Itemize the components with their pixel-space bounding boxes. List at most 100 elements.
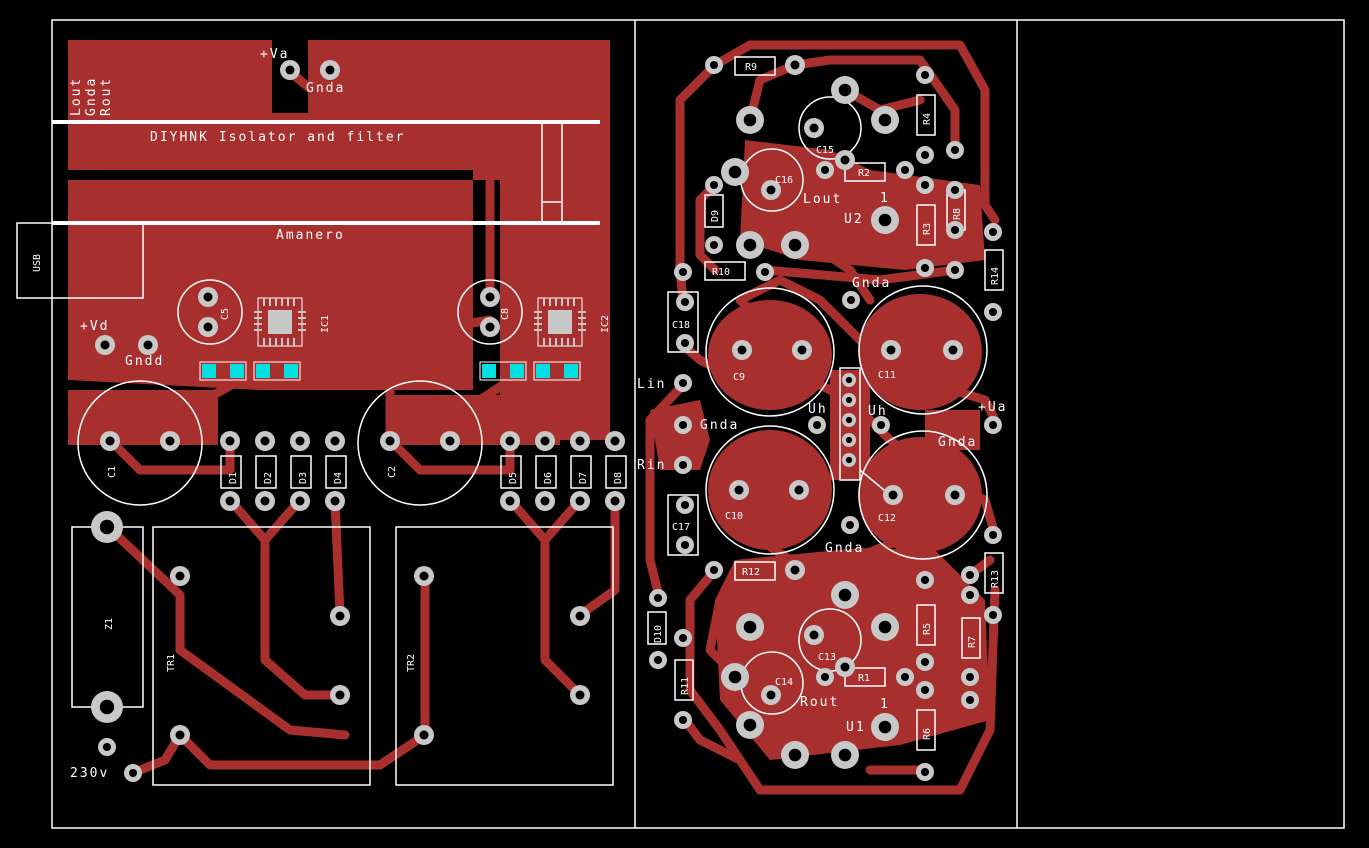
drill-hole (950, 490, 960, 500)
drill-hole (225, 496, 235, 506)
c11-label: C11 (878, 370, 896, 381)
drill-hole (295, 496, 305, 506)
r8-label: R8 (952, 208, 963, 220)
drill-hole (876, 420, 886, 430)
drill-hole (709, 60, 719, 70)
gnda-label-2: Gnda (700, 418, 739, 433)
drill-hole (419, 571, 429, 581)
rin-label: Rin (637, 458, 666, 473)
drill-hole (737, 345, 747, 355)
drill-hole (678, 420, 688, 430)
drill-hole (965, 695, 975, 705)
pin1-label-u2: 1 (880, 191, 890, 206)
drill-hole (128, 768, 138, 778)
d5-label: D5 (508, 472, 519, 484)
drill-hole (743, 620, 757, 634)
r9-label: R9 (745, 62, 757, 73)
tr2-label: TR2 (406, 654, 417, 672)
drill-hole (790, 565, 800, 575)
c2-outline (357, 380, 483, 506)
drill-hole (948, 345, 958, 355)
drill-hole (886, 345, 896, 355)
d9-label: D9 (710, 210, 721, 222)
drill-hole (900, 672, 910, 682)
drill-hole (878, 213, 892, 227)
c17-label: C17 (672, 522, 690, 533)
r6-label: R6 (922, 728, 933, 740)
drill-hole (743, 718, 757, 732)
drill-hole (920, 150, 930, 160)
drill-hole (102, 742, 112, 752)
drill-hole (743, 238, 757, 252)
d4-label: D4 (333, 472, 344, 484)
r12-label: R12 (742, 567, 760, 578)
drill-hole (330, 436, 340, 446)
lin-label: Lin (637, 377, 666, 392)
drill-hole (575, 436, 585, 446)
drill-hole (285, 65, 295, 75)
c2-label: C2 (387, 466, 398, 478)
drill-hole (728, 165, 742, 179)
drill-hole (845, 396, 853, 404)
drill-hole (260, 496, 270, 506)
gnda-label: Gnda (306, 81, 345, 96)
board-title: DIYHNK Isolator and filter (150, 130, 406, 145)
r2-label: R2 (858, 168, 870, 179)
drill-hole (920, 657, 930, 667)
ic2-label: IC2 (600, 315, 611, 333)
r14-label: R14 (990, 267, 1001, 285)
drill-hole (900, 165, 910, 175)
drill-hole (540, 496, 550, 506)
drill-hole (920, 70, 930, 80)
drill-hole (845, 456, 853, 464)
board-outline (51, 19, 1345, 829)
drill-hole (965, 672, 975, 682)
header-label-lout: Lout (69, 77, 84, 116)
ua-label: +Ua (978, 400, 1007, 415)
drill-hole (950, 145, 960, 155)
drill-hole (260, 436, 270, 446)
drill-hole (175, 571, 185, 581)
c1-label: C1 (107, 466, 118, 478)
drill-hole (678, 633, 688, 643)
drill-hole (335, 690, 345, 700)
drill-hole (678, 378, 688, 388)
u2-label: U2 (844, 212, 864, 227)
lout-label: Lout (803, 192, 842, 207)
drill-hole (788, 238, 802, 252)
drill-hole (100, 340, 110, 350)
c1-outline (77, 380, 203, 506)
drill-hole (988, 420, 998, 430)
drill-hole (385, 436, 395, 446)
drill-hole (203, 322, 213, 332)
uh-label-2: Uh (868, 404, 888, 419)
drill-hole (680, 297, 690, 307)
r11-label: R11 (680, 677, 691, 695)
drill-hole (680, 540, 690, 550)
drill-hole (610, 496, 620, 506)
drill-hole (419, 730, 429, 740)
drill-hole (734, 485, 744, 495)
drill-hole (840, 155, 850, 165)
drill-hole (709, 565, 719, 575)
drill-hole (709, 240, 719, 250)
drill-hole (838, 83, 852, 97)
c8-label: C8 (500, 308, 511, 320)
drill-hole (743, 113, 757, 127)
drill-hole (988, 610, 998, 620)
drill-hole (99, 699, 115, 715)
drill-hole (225, 436, 235, 446)
r5-label: R5 (922, 623, 933, 635)
drill-hole (878, 620, 892, 634)
r13-label: R13 (990, 570, 1001, 588)
drill-hole (965, 590, 975, 600)
drill-hole (540, 436, 550, 446)
drill-hole (988, 530, 998, 540)
drill-hole (845, 416, 853, 424)
drill-hole (575, 496, 585, 506)
drill-hole (950, 225, 960, 235)
c10-label: C10 (725, 511, 743, 522)
right-pads (649, 55, 1002, 781)
drill-hole (888, 490, 898, 500)
drill-hole (445, 436, 455, 446)
